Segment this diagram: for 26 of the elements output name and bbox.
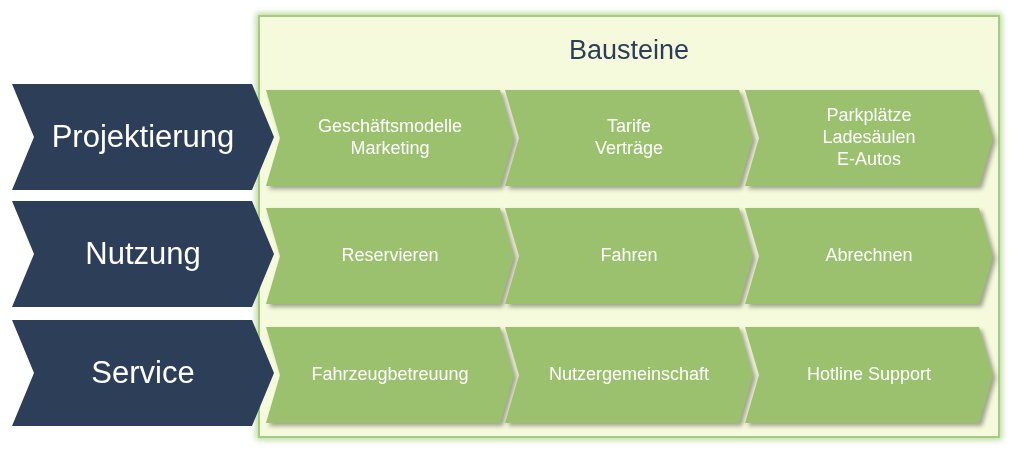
step-label: Fahrzeugbetreuung: [311, 364, 469, 386]
building-block: [505, 90, 753, 186]
step-label: Fahren: [600, 245, 658, 267]
panel-heading: Bausteine: [567, 35, 691, 66]
step-label: Nutzergemeinschaft: [548, 364, 710, 386]
phase-banner: [12, 84, 274, 190]
group-panel: [258, 15, 1000, 438]
step-label: Reservieren: [341, 245, 439, 267]
building-block: [505, 327, 753, 423]
building-block: [745, 90, 993, 186]
phase-label: Projektierung: [51, 118, 235, 156]
building-block: [745, 327, 993, 423]
step-label: Hotline Support: [806, 364, 932, 386]
building-block: [266, 327, 514, 423]
step-label: Parkplätze Ladesäulen E-Autos: [821, 105, 917, 171]
step-label: Geschäftsmodelle Marketing: [316, 116, 464, 160]
step-label: Abrechnen: [825, 245, 913, 267]
phase-label: Nutzung: [85, 235, 201, 273]
building-block: [266, 90, 514, 186]
building-block: [505, 208, 753, 304]
step-label: Tarife Verträge: [593, 116, 664, 160]
phase-banner: [12, 201, 274, 307]
phase-label: Service: [91, 354, 195, 392]
phase-banner: [12, 320, 274, 426]
building-block: [745, 208, 993, 304]
building-block: [266, 208, 514, 304]
